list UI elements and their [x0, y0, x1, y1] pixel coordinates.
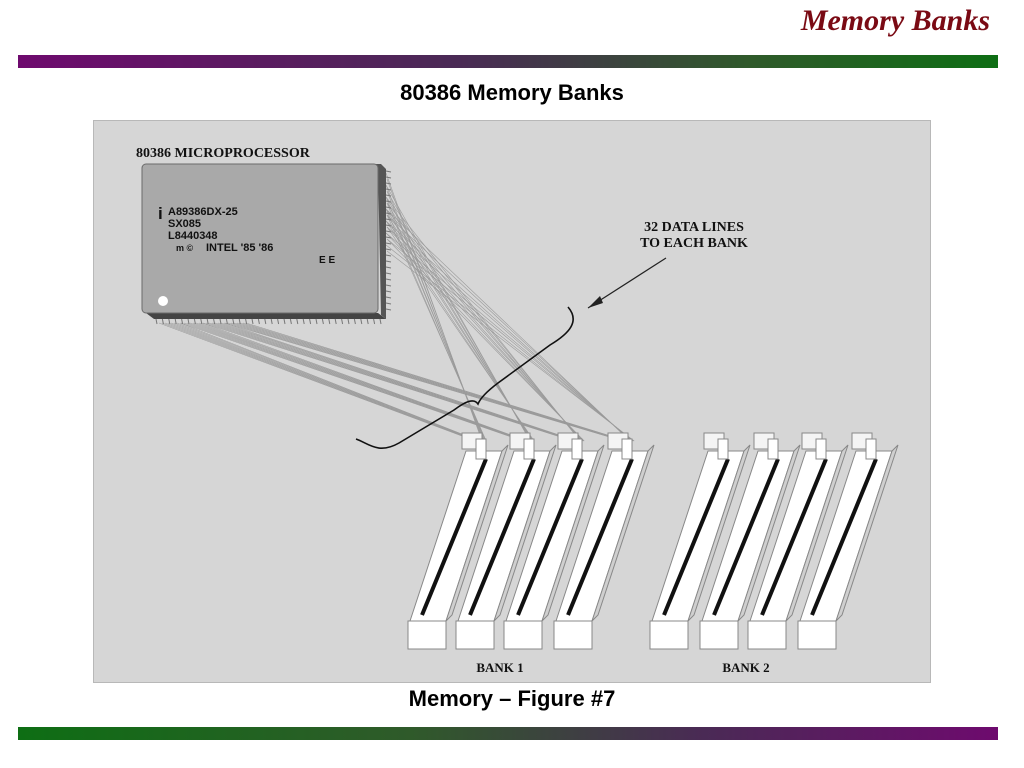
bottom-divider-bar: [18, 727, 998, 740]
chip-pins-right: [385, 170, 392, 311]
bank-2-slot-2: [699, 432, 801, 650]
diagram-canvas: 80386 MICROPROCESSOR i A89386DX-25 SX085…: [136, 146, 899, 675]
microprocessor-chip: i A89386DX-25 SX085 L8440348 m © INTEL '…: [141, 163, 392, 325]
bank-2-slot-1: [649, 432, 751, 650]
data-line-fan: [158, 172, 635, 443]
bank-2-slot-3: [747, 432, 849, 650]
chip-marking-line2: SX085: [168, 218, 201, 230]
bank-1-slot-1: [407, 432, 509, 650]
bank-1-slot-3: [503, 432, 605, 650]
chip-pins-bottom: [155, 318, 382, 325]
bank-2-slot-4: [797, 432, 899, 650]
processor-label: 80386 MICROPROCESSOR: [136, 146, 311, 161]
bank-2-label: BANK 2: [722, 660, 769, 675]
curly-brace: [355, 306, 574, 449]
callout-arrow: [587, 257, 667, 309]
pin1-marker: [158, 296, 168, 306]
bank-1-slot-4: [553, 432, 655, 650]
data-lines-label-line1: 32 DATA LINES: [644, 220, 744, 235]
figure-caption: Memory – Figure #7: [408, 686, 616, 711]
top-divider-bar: [18, 55, 998, 68]
data-lines-label-line2: TO EACH BANK: [640, 236, 748, 251]
chip-marking-line3: L8440348: [168, 230, 218, 242]
memory-banks: [407, 432, 899, 650]
chip-symbols: m ©: [176, 243, 194, 253]
chip-code: E E: [319, 255, 335, 266]
bank-1-slot-2: [455, 432, 557, 650]
slide-title: Memory Banks: [800, 4, 990, 37]
diagram-heading: 80386 Memory Banks: [400, 80, 624, 105]
intel-logo: i: [158, 204, 163, 223]
chip-marking-line1: A89386DX-25: [168, 206, 238, 218]
memory-banks-figure: 80386 MICROPROCESSOR i A89386DX-25 SX085…: [93, 120, 931, 683]
chip-marking-line4: INTEL '85 '86: [206, 242, 273, 254]
bank-1-label: BANK 1: [476, 660, 523, 675]
